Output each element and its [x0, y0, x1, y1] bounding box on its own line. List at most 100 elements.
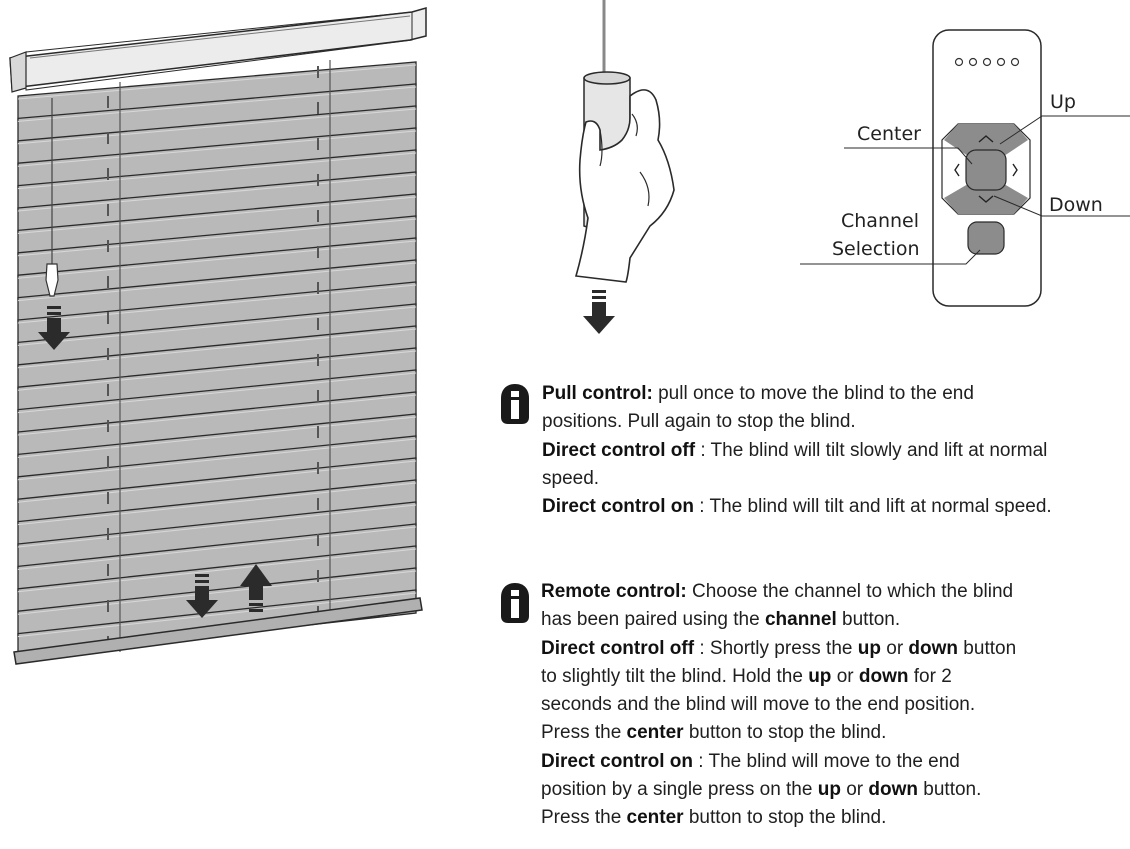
slat-highlight [17, 416, 417, 458]
direct-on-heading: Direct control on [541, 750, 694, 772]
slat-highlight [17, 328, 417, 369]
center-button[interactable] [965, 149, 1007, 191]
remote-info-text: button. [836, 609, 901, 631]
arrow-up-icon [240, 564, 272, 612]
slat-highlight [17, 350, 417, 391]
up-button[interactable] [944, 124, 1028, 156]
remote-info-line: position by a single press on the up or … [541, 776, 1081, 804]
remote-info-line: to slightly tilt the blind. Hold the up … [541, 663, 1081, 691]
slat-highlight [17, 284, 417, 324]
label-channel-line2: Selection [832, 238, 920, 260]
emphasis: center [626, 722, 684, 744]
slat-highlight [17, 86, 417, 122]
remote-info-line: Press the center button to stop the blin… [541, 719, 1081, 747]
slat-highlight [17, 240, 417, 279]
emphasis: up [817, 779, 841, 801]
info-icon [501, 384, 529, 424]
remote-info-text: : Shortly press the [694, 637, 858, 659]
slat-highlight [17, 482, 417, 526]
pull-info-line: Pull control: pull once to move the blin… [542, 380, 1112, 408]
chevron-right-icon[interactable] [1012, 163, 1018, 177]
slat-highlight [17, 460, 417, 503]
remote-info-text: has been paired using the [541, 609, 765, 631]
ladder-tapes [107, 60, 331, 652]
remote-info-text: button. [918, 779, 982, 801]
direct-on-heading: Direct control on [542, 496, 695, 518]
down-button[interactable] [944, 184, 1028, 214]
venetian-blind [9, 7, 427, 665]
arrow-down-icon [583, 290, 615, 334]
blind-slats [17, 61, 417, 659]
slat-highlight [17, 438, 417, 481]
label-channel-line1: Channel [841, 210, 919, 232]
pull-info-line: Direct control off : The blind will tilt… [542, 437, 1112, 465]
pull-info-text: : The blind will tilt and lift at normal… [694, 496, 1052, 518]
slat-highlight [17, 152, 417, 190]
remote-info-text: or [831, 665, 859, 687]
slat-highlight [17, 196, 417, 234]
pull-cord [45, 98, 59, 297]
slat-highlight [17, 108, 417, 145]
remote-info-line: has been paired using the channel button… [541, 606, 1081, 634]
direct-off-heading: Direct control off [541, 637, 695, 659]
pull-info-line: positions. Pull again to stop the blind. [542, 411, 856, 433]
slat-highlight [17, 592, 417, 638]
direct-off-heading: Direct control off [542, 439, 696, 461]
bottom-rail [13, 597, 423, 665]
remote-info-line: Direct control on : The blind will move … [541, 748, 1081, 776]
info-icon [501, 583, 529, 623]
channel-button[interactable] [967, 221, 1005, 255]
remote-info-line: Direct control off : Shortly press the u… [541, 635, 1081, 663]
remote-info-text: position by a single press on the [541, 779, 818, 801]
slat-highlight [17, 372, 417, 414]
remote-info-text: or [840, 779, 869, 801]
remote-info-line: Press the center button to stop the blin… [541, 804, 1081, 832]
slat-highlight [17, 526, 417, 570]
slat-highlight [17, 394, 417, 436]
slat-highlight [17, 504, 417, 548]
remote-info-text: button [958, 637, 1017, 659]
slat-highlight [17, 570, 417, 615]
label-down: Down [1049, 194, 1103, 216]
pull-info-line: speed. [542, 467, 600, 489]
slat-highlight [17, 174, 417, 212]
slat-highlight [17, 306, 417, 346]
slat-highlight [17, 130, 417, 167]
remote-info-text: for 2 [908, 665, 952, 687]
remote-info-text: button to stop the blind. [683, 807, 887, 829]
pull-control-heading: Pull control: [542, 383, 653, 404]
label-up: Up [1050, 91, 1076, 113]
remote-info-text: or [880, 637, 909, 659]
slat-highlight [17, 64, 417, 100]
remote-info-text: button to stop the blind. [683, 722, 887, 744]
head-rail [9, 7, 427, 93]
emphasis: down [858, 665, 909, 687]
remote-control: Up Center Down Channel Selection [800, 29, 1130, 307]
led-indicators [954, 57, 1020, 67]
slat-highlight [17, 218, 417, 257]
emphasis: down [908, 637, 959, 659]
emphasis: down [868, 779, 919, 801]
pull-info-text: : The blind will tilt slowly and lift at… [695, 439, 1048, 461]
chevron-left-icon[interactable] [954, 163, 960, 177]
remote-info-line: Remote control: Choose the channel to wh… [541, 578, 1081, 606]
slat-highlight [17, 548, 417, 593]
remote-control-info: Remote control: Choose the channel to wh… [541, 578, 1081, 833]
remote-info-text: Press the [541, 807, 627, 829]
remote-info-text: : The blind will move to the end [693, 750, 960, 772]
label-center: Center [857, 123, 921, 145]
emphasis: up [857, 637, 881, 659]
leader-lines [800, 115, 1130, 265]
slat-highlight [17, 262, 417, 302]
chevron-up-icon [978, 135, 994, 143]
emphasis: channel [764, 609, 837, 631]
chevron-down-icon [978, 195, 994, 203]
pull-info-line: Direct control on : The blind will tilt … [542, 493, 1112, 521]
remote-info-text: Choose the channel to which the blind [686, 581, 1014, 602]
d-pad [941, 123, 1031, 215]
pull-control-info: Pull control: pull once to move the blin… [542, 380, 1112, 521]
remote-info-text: to slightly tilt the blind. Hold the [541, 665, 809, 687]
remote-info-line: seconds and the blind will move to the e… [541, 694, 976, 716]
remote-control-heading: Remote control: [541, 581, 687, 602]
